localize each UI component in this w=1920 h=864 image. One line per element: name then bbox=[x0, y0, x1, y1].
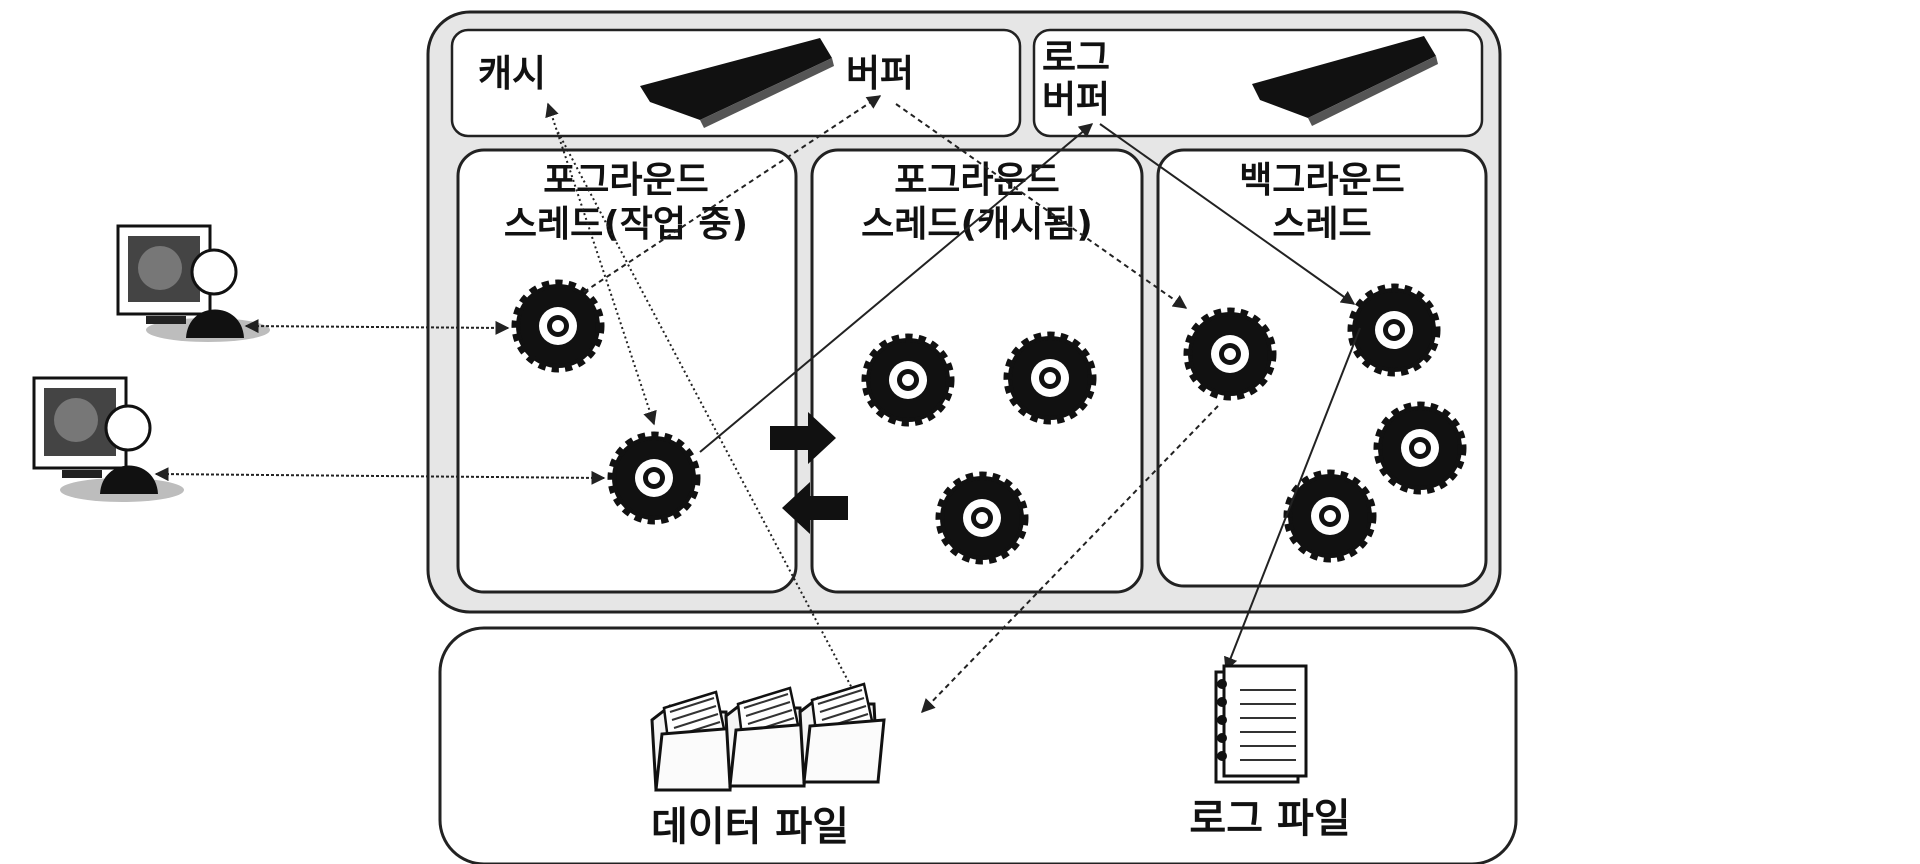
client-connection-line bbox=[244, 319, 510, 335]
client-computer-icon bbox=[116, 224, 270, 342]
gear-icon bbox=[516, 284, 600, 368]
gear-icon bbox=[1352, 288, 1436, 372]
foreground-cached-panel bbox=[810, 148, 1144, 594]
storage-panel bbox=[438, 626, 1518, 864]
move-arrow-icon bbox=[770, 412, 836, 464]
cache-to-gear-arrow bbox=[545, 102, 657, 426]
gear-icon bbox=[940, 476, 1024, 560]
log-buffer-label-line2: 버퍼 bbox=[1042, 78, 1110, 121]
buffer-label: 버퍼 bbox=[846, 52, 914, 95]
gear-icon bbox=[612, 436, 696, 520]
gear-to-log-buffer-arrow bbox=[699, 123, 1094, 453]
gear-icon bbox=[866, 338, 950, 422]
memory-module-icon bbox=[640, 38, 834, 128]
log-file-label: 로그 파일 bbox=[1189, 796, 1350, 842]
gear-icon bbox=[1378, 406, 1462, 490]
background-to-data-file-arrow bbox=[921, 405, 1219, 714]
client-computer-icon bbox=[32, 376, 184, 502]
data-file-label: 데이터 파일 bbox=[651, 804, 849, 850]
foreground-cached-label-line1: 포그라운드 bbox=[894, 160, 1060, 201]
gear-icon bbox=[1188, 312, 1272, 396]
background-label-line2: 스레드 bbox=[1272, 204, 1371, 245]
move-arrow-icon bbox=[782, 482, 848, 534]
cache-to-data-file-line bbox=[557, 131, 855, 693]
foreground-working-label-line2: 스레드(작업 중) bbox=[504, 204, 748, 245]
log-buffer-to-background-arrow bbox=[1099, 123, 1356, 305]
memory-module-icon bbox=[1252, 36, 1438, 126]
gear-icon bbox=[1288, 474, 1372, 558]
foreground-cached-label-line2: 스레드(캐시됨) bbox=[861, 204, 1093, 245]
background-to-log-file-arrow bbox=[1224, 327, 1361, 672]
notebook-icon bbox=[1214, 664, 1308, 784]
background-label-line1: 백그라운드 bbox=[1239, 160, 1405, 201]
log-buffer-label-line1: 로그 bbox=[1042, 36, 1110, 79]
gear-icon bbox=[1008, 336, 1092, 420]
cache-label: 캐시 bbox=[478, 52, 546, 95]
